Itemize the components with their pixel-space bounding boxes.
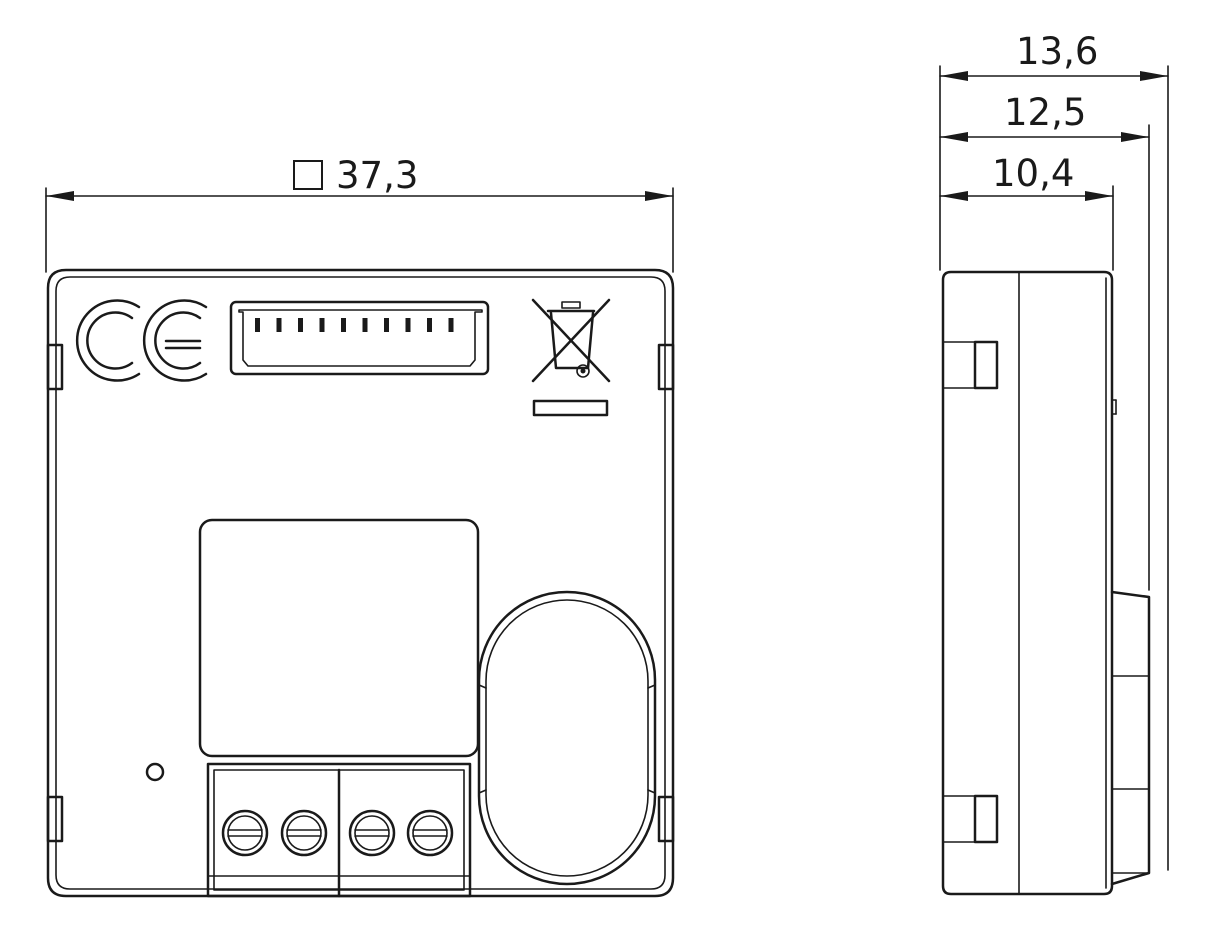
label-area (198, 518, 480, 758)
side-clip-top (942, 340, 999, 390)
pin-header-connector (229, 300, 490, 376)
crossed-out-bin-icon (531, 298, 611, 417)
front-width-dimension: 37,3 (45, 154, 674, 273)
right-latch-bottom (657, 795, 675, 843)
connector-pin (427, 318, 432, 332)
terminal-screw (280, 809, 328, 857)
depth-body-label: 10,4 (992, 152, 1074, 195)
connector-pin (298, 318, 303, 332)
left-latch-top (46, 343, 64, 391)
connector-pin (276, 318, 282, 332)
connector-pin (362, 318, 368, 332)
front-view (46, 268, 675, 898)
side-clip-bottom (942, 794, 999, 844)
connector-pin (384, 318, 389, 332)
side-depth-dimensions: 13,6 12,5 10,4 (939, 30, 1169, 871)
terminal-screw (348, 809, 396, 857)
side-button-protrusion (1110, 399, 1151, 886)
terminal-screw (221, 809, 269, 857)
connector-pin (405, 318, 411, 332)
left-latch-bottom (46, 795, 64, 843)
connector-pin (255, 318, 260, 332)
front-width-label: 37,3 (336, 154, 418, 197)
depth-total-label: 13,6 (1016, 30, 1098, 73)
side-view (941, 270, 1151, 896)
oval-push-button (477, 590, 657, 886)
connector-pin (341, 318, 346, 332)
depth-mid-label: 12,5 (1004, 91, 1086, 134)
right-latch-top (657, 343, 675, 391)
ce-mark-icon (75, 299, 208, 382)
connector-pin (319, 318, 325, 332)
square-symbol (293, 160, 323, 190)
status-led (145, 762, 165, 782)
screw-terminal-block (206, 762, 472, 898)
terminal-screw (406, 809, 454, 857)
connector-pin (448, 318, 454, 332)
